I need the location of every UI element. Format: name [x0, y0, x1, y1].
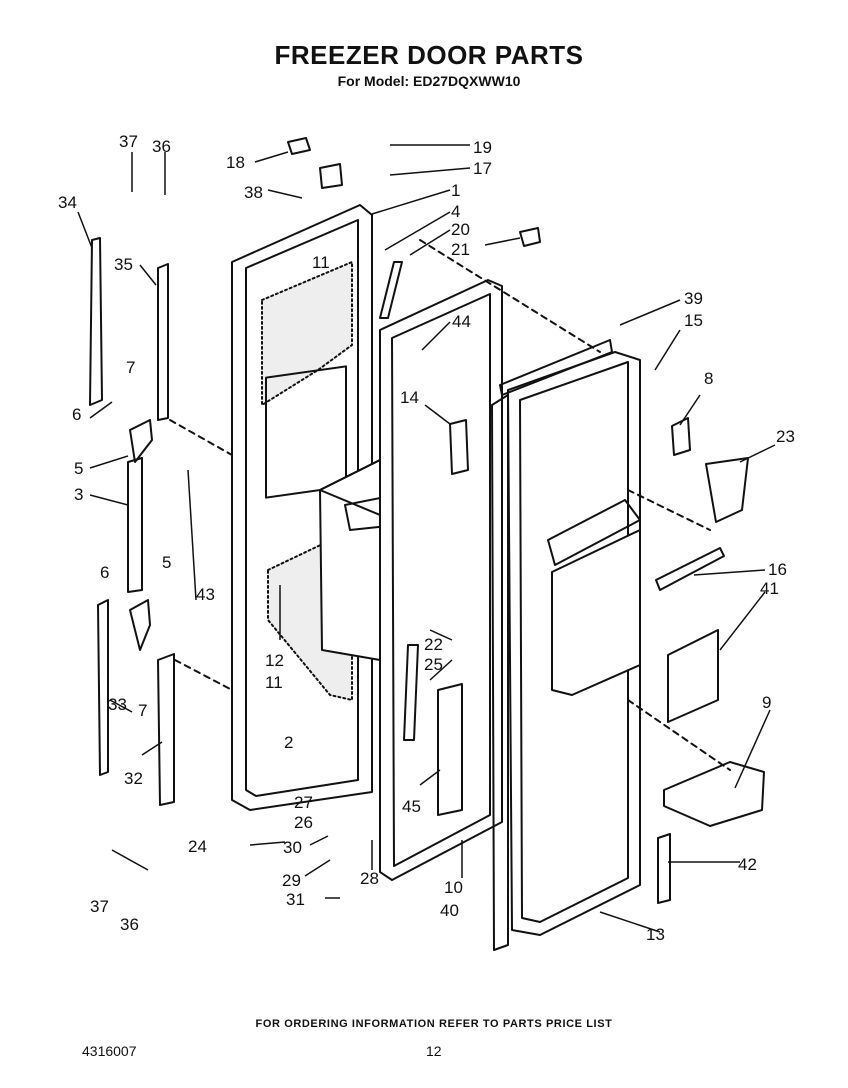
callout-3: 3 — [74, 485, 83, 504]
callout-25: 25 — [424, 655, 443, 674]
callout-23: 23 — [776, 427, 795, 446]
callout-31: 31 — [286, 890, 305, 909]
callout-21: 21 — [451, 240, 470, 259]
page-number: 12 — [426, 1043, 442, 1059]
callout-36: 36 — [152, 137, 171, 156]
callout-4: 4 — [451, 202, 460, 221]
callout-33: 33 — [108, 695, 127, 714]
trim-strip-34 — [89, 237, 103, 406]
callout-16: 16 — [768, 560, 787, 579]
part-17 — [319, 163, 343, 189]
callout-14: 14 — [400, 388, 419, 407]
callout-11: 11 — [312, 253, 330, 272]
part-42 — [657, 833, 671, 904]
callout-15: 15 — [684, 311, 703, 330]
callout-7: 7 — [126, 358, 135, 377]
callout-41: 41 — [760, 579, 779, 598]
callout-29: 29 — [282, 871, 301, 890]
trim-strip-3 — [127, 457, 143, 593]
callout-10: 10 — [444, 878, 463, 897]
callout-30: 30 — [283, 838, 302, 857]
callout-36b: 36 — [120, 915, 139, 934]
ordering-note: FOR ORDERING INFORMATION REFER TO PARTS … — [255, 1018, 613, 1030]
callout-labels: 37 36 34 35 7 6 5 3 6 5 43 33 7 32 37 36… — [58, 132, 795, 944]
callout-35: 35 — [114, 255, 133, 274]
callout-32: 32 — [124, 769, 143, 788]
callout-5b: 5 — [162, 553, 171, 572]
hinge-bottom — [129, 599, 151, 651]
callout-6b: 6 — [100, 563, 109, 582]
callout-8: 8 — [704, 369, 713, 388]
part-21 — [519, 227, 541, 247]
callout-27: 27 — [294, 793, 313, 812]
callout-22: 22 — [424, 635, 443, 654]
part-41 — [667, 629, 719, 723]
callout-9: 9 — [762, 693, 771, 712]
callout-20: 20 — [451, 220, 470, 239]
part-9 — [663, 761, 765, 827]
door-liner-right — [491, 339, 641, 951]
callout-34: 34 — [58, 193, 77, 212]
callout-40: 40 — [440, 901, 459, 920]
trim-strip-35 — [157, 263, 169, 421]
callout-6: 6 — [72, 405, 81, 424]
callout-13: 13 — [646, 925, 665, 944]
part-16 — [655, 547, 725, 591]
trim-strip-32 — [157, 653, 175, 806]
callout-42: 42 — [738, 855, 757, 874]
page-title: FREEZER DOOR PARTS — [274, 40, 584, 70]
callout-37b: 37 — [90, 897, 109, 916]
part-45 — [437, 683, 463, 816]
callout-45: 45 — [402, 797, 421, 816]
document-number: 4316007 — [82, 1043, 137, 1059]
callout-17: 17 — [473, 159, 492, 178]
callout-5: 5 — [74, 459, 83, 478]
callout-19: 19 — [473, 138, 492, 157]
part-20 — [379, 261, 403, 319]
callout-28: 28 — [360, 869, 379, 888]
part-18 — [287, 137, 311, 155]
callout-18: 18 — [226, 153, 245, 172]
callout-1: 1 — [451, 181, 460, 200]
callout-12: 12 — [265, 651, 284, 670]
callout-7b: 7 — [138, 701, 147, 720]
hinge-top — [129, 419, 153, 463]
callout-11b: 11 — [265, 673, 283, 692]
callout-2: 2 — [284, 733, 293, 752]
model-subtitle: For Model: ED27DQXWW10 — [337, 73, 521, 89]
trim-strip-33 — [97, 599, 109, 776]
callout-43: 43 — [196, 585, 215, 604]
part-14 — [449, 419, 469, 475]
callout-44: 44 — [452, 312, 471, 331]
part-25 — [403, 644, 419, 741]
part-23 — [705, 457, 749, 523]
callout-24: 24 — [188, 837, 207, 856]
callout-37: 37 — [119, 132, 138, 151]
callout-39: 39 — [684, 289, 703, 308]
callout-38: 38 — [244, 183, 263, 202]
door-gasket — [379, 279, 503, 881]
callout-26: 26 — [294, 813, 313, 832]
